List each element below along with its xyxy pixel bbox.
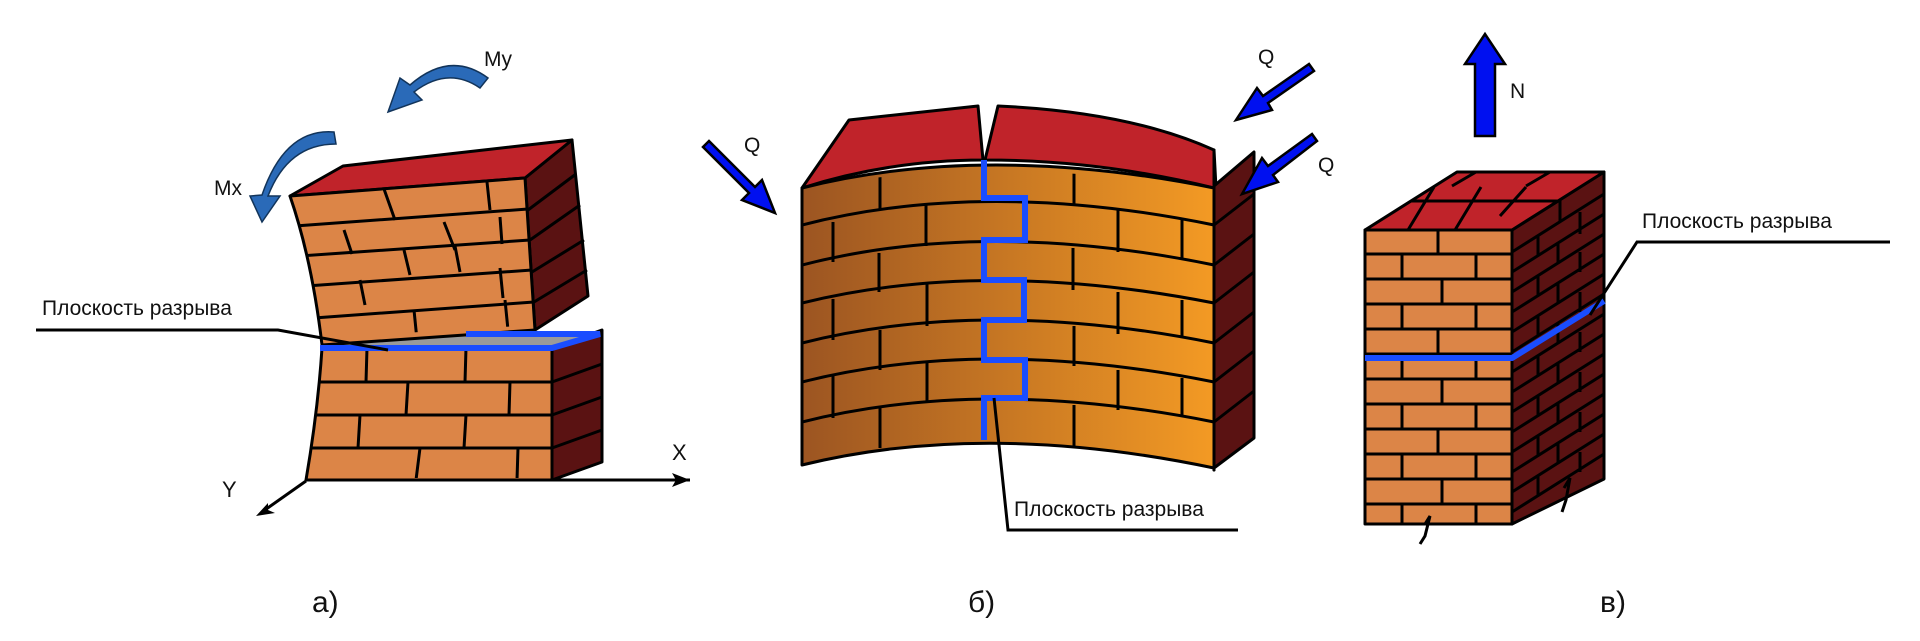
x-axis-arrowhead-icon (672, 473, 690, 487)
force-q-bottom-right-arrow-icon (1239, 132, 1319, 197)
panel-b: Плоскость разрыва Q Q Q б) (701, 46, 1334, 619)
fracture-label-a: Плоскость разрыва (42, 297, 232, 320)
force-q-top-right-arrow-icon (1233, 62, 1316, 123)
wall-front-face (800, 163, 1216, 470)
y-axis-arrowhead-icon (256, 503, 275, 516)
panel-c: Плоскость разрыва N в) (1363, 31, 1890, 619)
force-n: N (1462, 31, 1525, 138)
caption-a: а) (312, 586, 339, 619)
fracture-leader-line-b (992, 397, 1238, 532)
fracture-label-c: Плоскость разрыва (1642, 210, 1832, 233)
force-n-label: N (1510, 80, 1525, 103)
moment-my-arrow-icon (386, 64, 490, 114)
caption-b: б) (968, 586, 995, 619)
x-axis-label: X (672, 440, 687, 465)
fracture-label-b: Плоскость разрыва (1014, 498, 1204, 521)
y-axis-label: Y (222, 477, 237, 502)
moment-my: My (386, 48, 512, 114)
force-q-bottom-right-label: Q (1318, 154, 1334, 177)
force-q-left-label: Q (744, 134, 760, 157)
stepped-fracture-line (981, 160, 1028, 440)
fracture-plane-line (320, 331, 601, 351)
fracture-leader-line (36, 328, 389, 352)
upper-block-face (288, 176, 537, 347)
force-q-left-arrow-icon (701, 139, 778, 216)
force-q-top-right: Q (1233, 46, 1316, 123)
fracture-leader-line-c (1588, 240, 1890, 316)
fracture-plane-line-c (1365, 298, 1606, 361)
panel-a: X Y (36, 48, 690, 619)
break-mark-side (1560, 477, 1572, 513)
force-q-top-right-label: Q (1258, 46, 1274, 69)
caption-c: в) (1600, 586, 1626, 619)
moment-mx-arrow-icon (248, 131, 337, 224)
moment-mx-label: Mx (214, 177, 242, 200)
y-axis: Y (222, 477, 307, 516)
upper-brick-block (288, 138, 590, 347)
force-n-arrow-icon (1462, 31, 1508, 138)
moment-mx: Mx (214, 131, 337, 224)
wall-top-right (983, 104, 1216, 190)
lower-brick-block (304, 328, 604, 482)
force-q-left: Q (701, 134, 778, 216)
moment-my-label: My (484, 48, 512, 71)
break-mark-front (1418, 515, 1432, 545)
force-q-bottom-right: Q (1239, 132, 1334, 197)
